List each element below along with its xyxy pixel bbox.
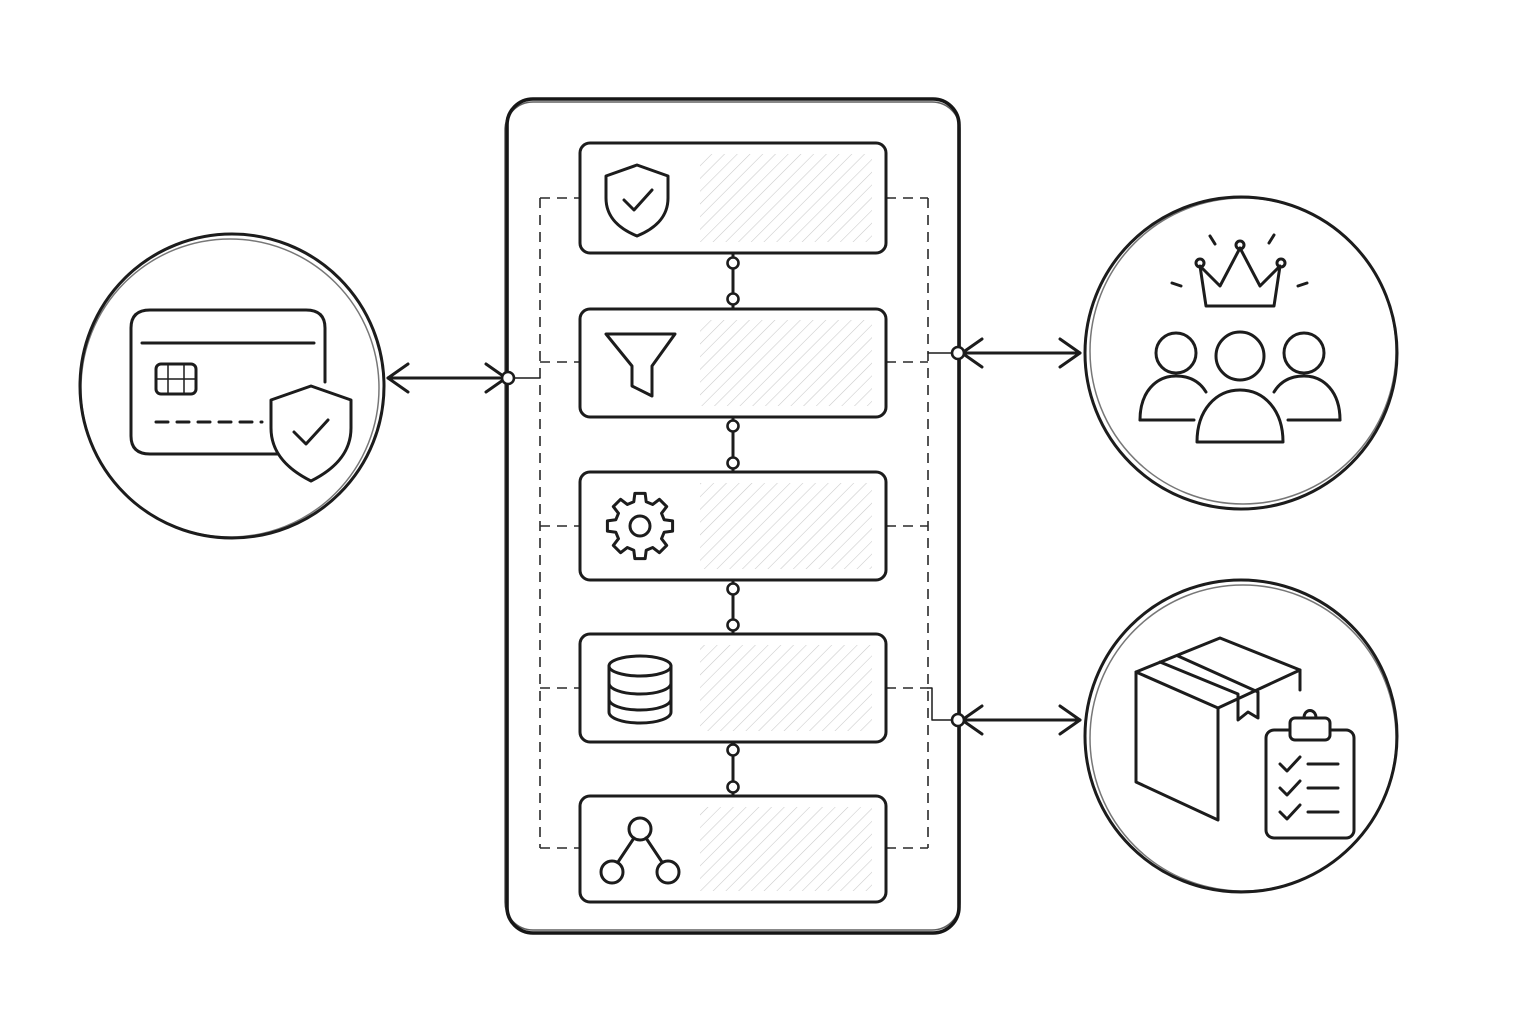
database-icon <box>607 654 673 725</box>
arrow-customers-link <box>927 337 1082 369</box>
stack-layer-processing[interactable] <box>578 470 888 582</box>
node-payment[interactable] <box>78 232 386 540</box>
stack-layer-distribution[interactable] <box>578 794 888 904</box>
layer-placeholder-hatch <box>700 807 872 891</box>
arrow-fulfillment-link <box>927 687 1082 736</box>
funnel-icon <box>604 332 677 398</box>
stack-layer-security[interactable] <box>578 141 888 255</box>
layer-placeholder-hatch <box>700 483 872 569</box>
layer-placeholder-hatch <box>700 154 872 242</box>
layer-connectors <box>726 251 740 798</box>
crowned-user-group-icon <box>1138 233 1342 444</box>
package-checklist-icon <box>1134 636 1356 840</box>
layer-placeholder-hatch <box>700 320 872 406</box>
gear-icon <box>605 491 675 561</box>
credit-card-shield-icon <box>129 308 353 483</box>
dashed-bus <box>539 197 929 849</box>
network-nodes-icon <box>599 816 681 885</box>
shield-check-icon <box>604 163 670 238</box>
stack-layer-storage[interactable] <box>578 632 888 744</box>
layer-placeholder-hatch <box>700 645 872 731</box>
stack-layer-filter[interactable] <box>578 307 888 419</box>
node-fulfillment[interactable] <box>1083 578 1399 894</box>
stack-container <box>504 97 961 935</box>
arrow-payment-link <box>386 362 541 394</box>
node-customers[interactable] <box>1083 195 1399 511</box>
